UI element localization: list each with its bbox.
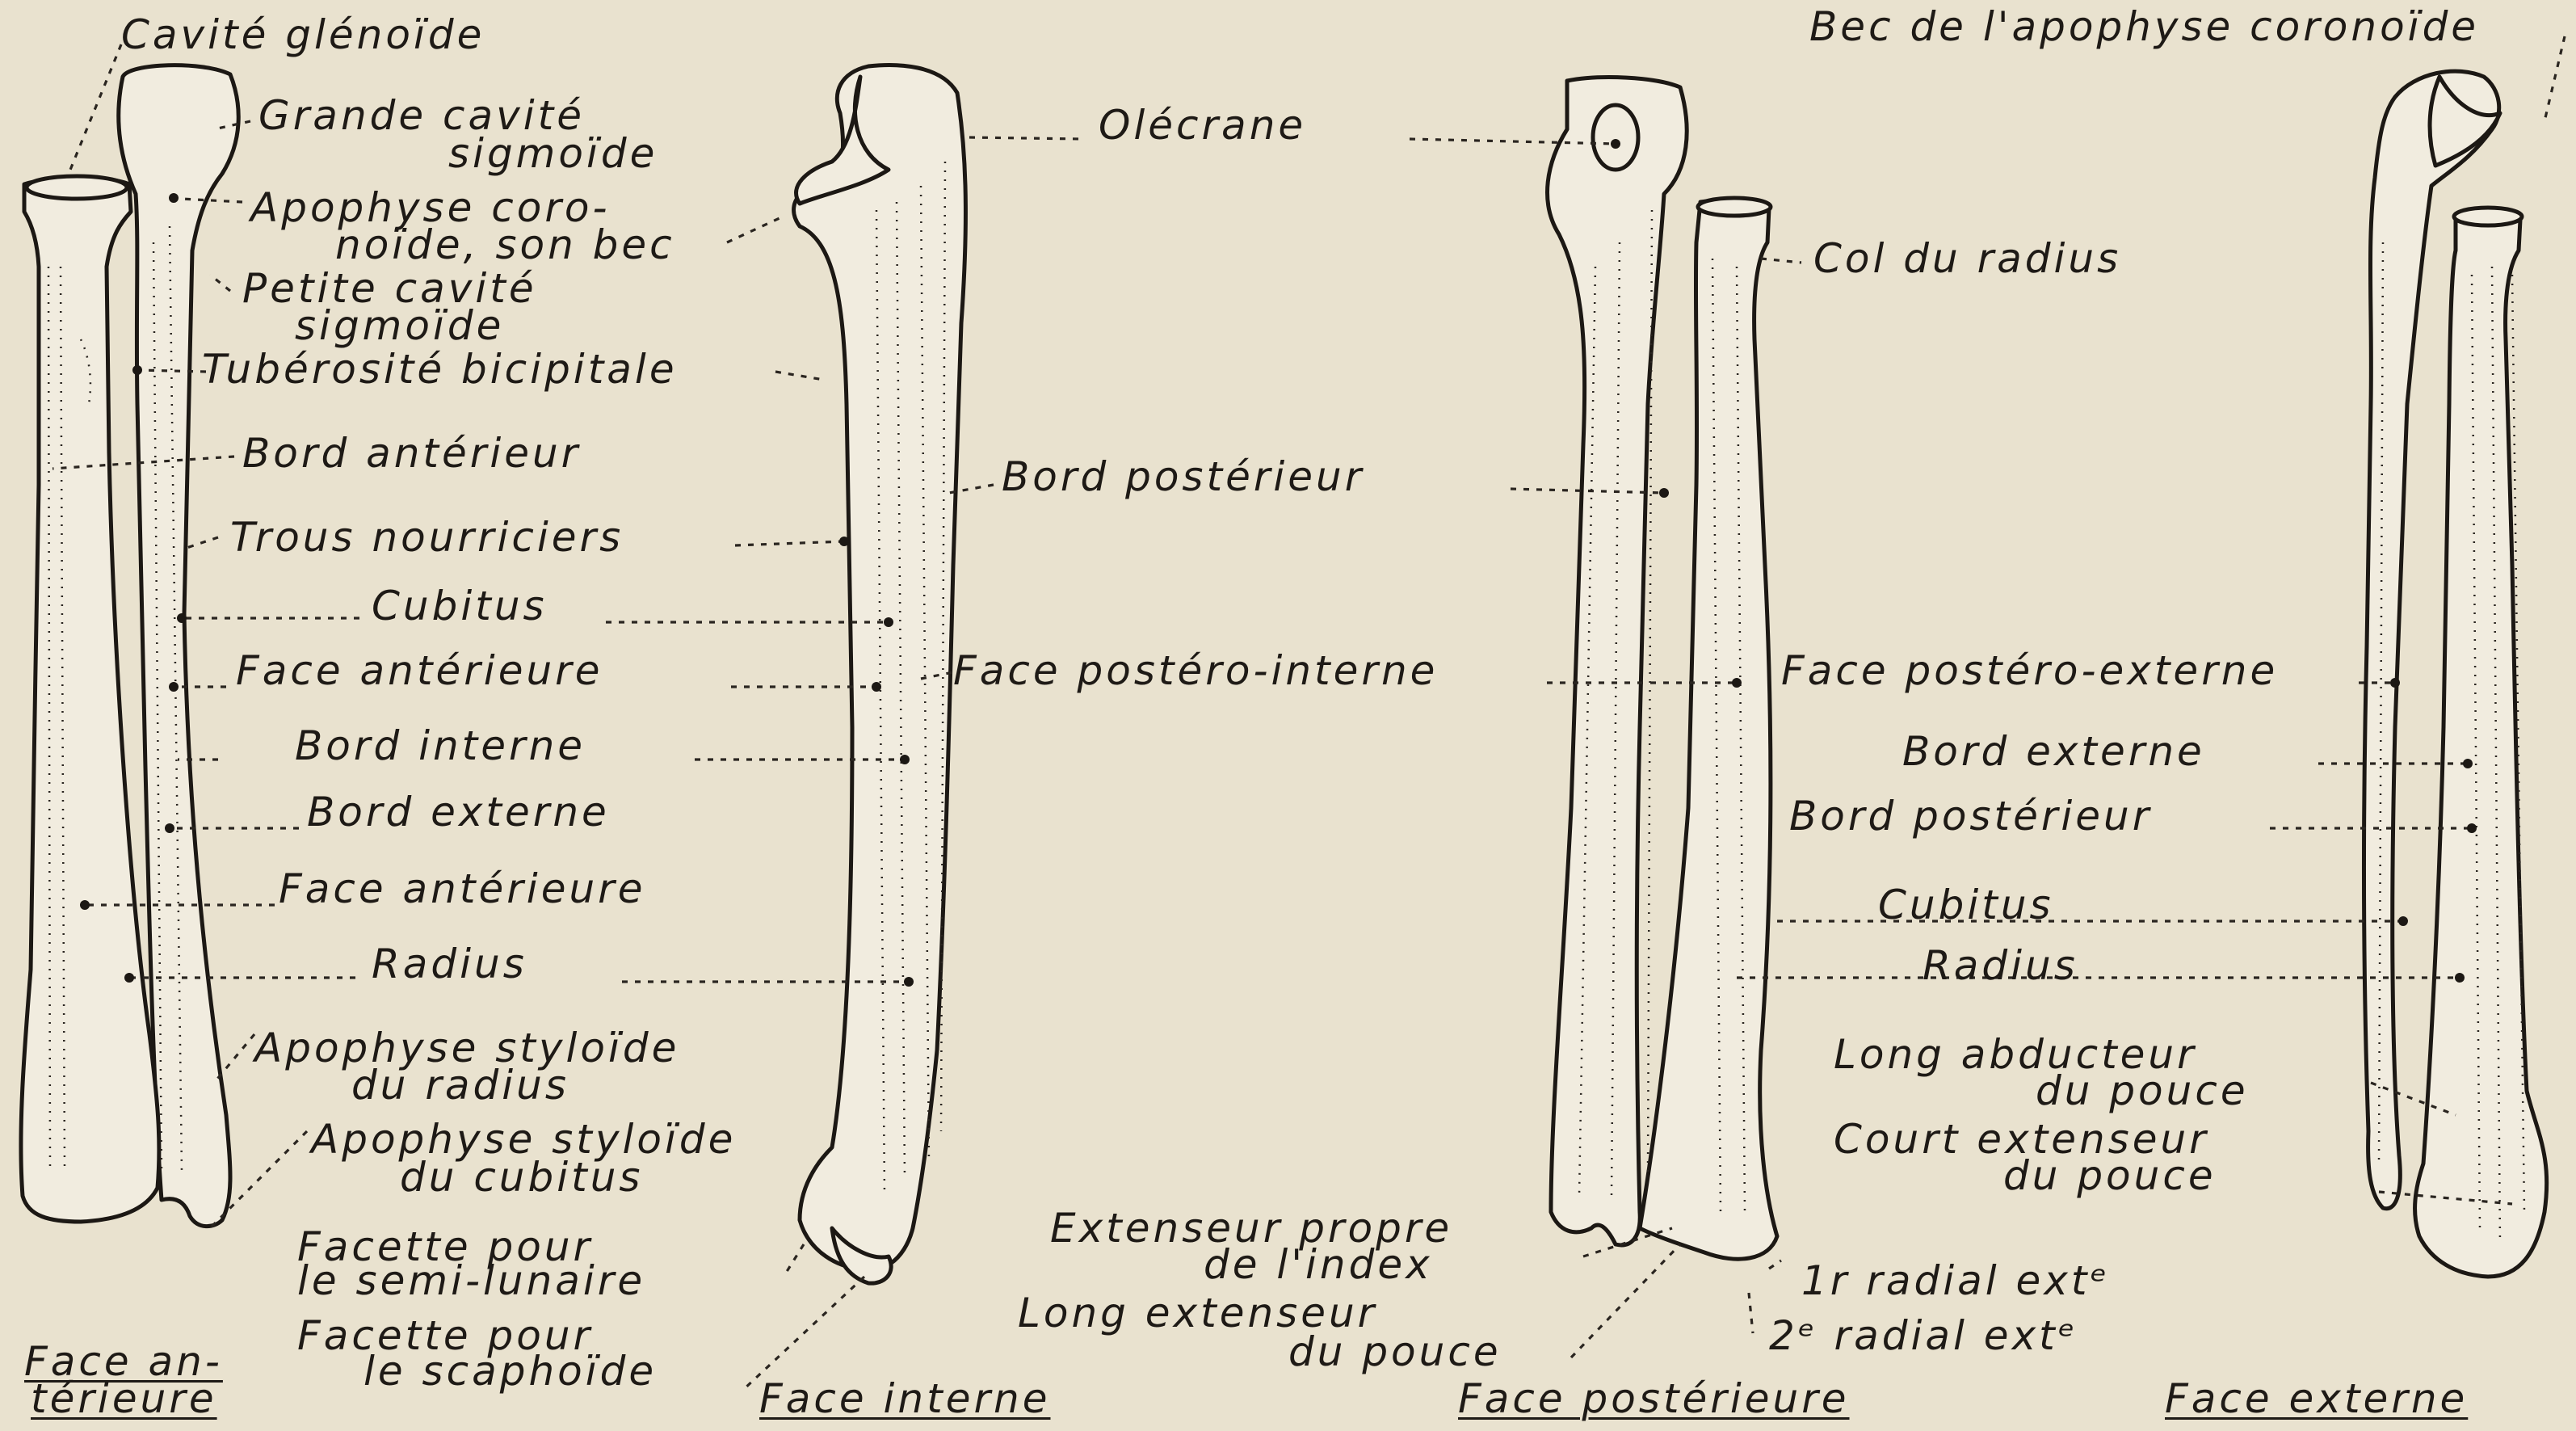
label-bord-posterieur-middle: Bord postérieur — [1002, 457, 1364, 497]
posterior-radius — [1640, 200, 1777, 1260]
label-face-anterieure-radius: Face antérieure — [279, 869, 645, 909]
figure-internal-view — [794, 65, 966, 1284]
label-bord-anterieur: Bord antérieur — [242, 433, 581, 473]
label-cubitus-external: Cubitus — [1878, 885, 2054, 925]
label-radius-external: Radius — [1923, 945, 2078, 986]
label-face-postero-interne: Face postéro-interne — [953, 650, 1438, 691]
label-face-anterieure-ulna: Face antérieure — [236, 650, 603, 691]
figure-external-view — [2364, 71, 2546, 1277]
label-court-extenseur-line2: du pouce — [2003, 1155, 2217, 1196]
label-deuxieme-radial-externe: 2ᵉ radial extᵉ — [1769, 1315, 2078, 1356]
label-bec-apophyse-coronoide: Bec de l'apophyse coronoïde — [1809, 6, 2479, 47]
label-face-postero-externe: Face postéro-externe — [1781, 650, 2278, 691]
label-bord-externe-anterior: Bord externe — [307, 792, 610, 832]
label-styloide-cubitus-line2: du cubitus — [400, 1157, 643, 1197]
label-extenseur-index-line2: de l'index — [1204, 1244, 1433, 1285]
label-tuberosite-bicipitale: Tubérosité bicipitale — [202, 349, 678, 389]
title-face-externe: Face externe — [2165, 1378, 2468, 1419]
label-trous-nourriciers: Trous nourriciers — [230, 517, 624, 558]
label-long-extenseur-line2: du pouce — [1288, 1332, 1502, 1372]
label-col-du-radius: Col du radius — [1813, 238, 2121, 279]
figure-anterior-view — [21, 65, 238, 1227]
title-face-interne: Face interne — [759, 1378, 1051, 1419]
label-facette-scaphoide-line2: le scaphoïde — [363, 1351, 657, 1391]
label-styloide-radius-line2: du radius — [351, 1065, 569, 1105]
label-bord-posterieur-external: Bord postérieur — [1789, 796, 2152, 836]
label-cubitus-anterior: Cubitus — [372, 586, 548, 626]
label-long-extenseur-line1: Long extenseur — [1018, 1293, 1377, 1333]
label-bord-interne: Bord interne — [295, 726, 586, 766]
label-cavite-glenoide: Cavité glénoïde — [121, 15, 485, 55]
figure-posterior-view — [1548, 78, 1777, 1260]
label-long-abducteur-line2: du pouce — [2036, 1071, 2249, 1111]
label-grande-cavite-line2: sigmoïde — [448, 133, 658, 174]
label-premier-radial-externe: 1r radial extᵉ — [1801, 1261, 2110, 1301]
internal-ulna — [794, 65, 966, 1271]
label-facette-semi-lunaire-line2: le semi-lunaire — [297, 1261, 645, 1301]
external-radius — [2415, 213, 2547, 1277]
title-face-anterieure-line2: térieure — [31, 1378, 217, 1419]
label-bord-externe-external: Bord externe — [1902, 731, 2205, 772]
label-apophyse-coronoide-line2: noïde, son bec — [335, 225, 675, 265]
label-petite-cavite-line2: sigmoïde — [295, 305, 504, 346]
label-radius-anterior: Radius — [372, 944, 527, 984]
title-face-posterieure: Face postérieure — [1458, 1378, 1850, 1419]
label-olecrane: Olécrane — [1099, 105, 1306, 145]
